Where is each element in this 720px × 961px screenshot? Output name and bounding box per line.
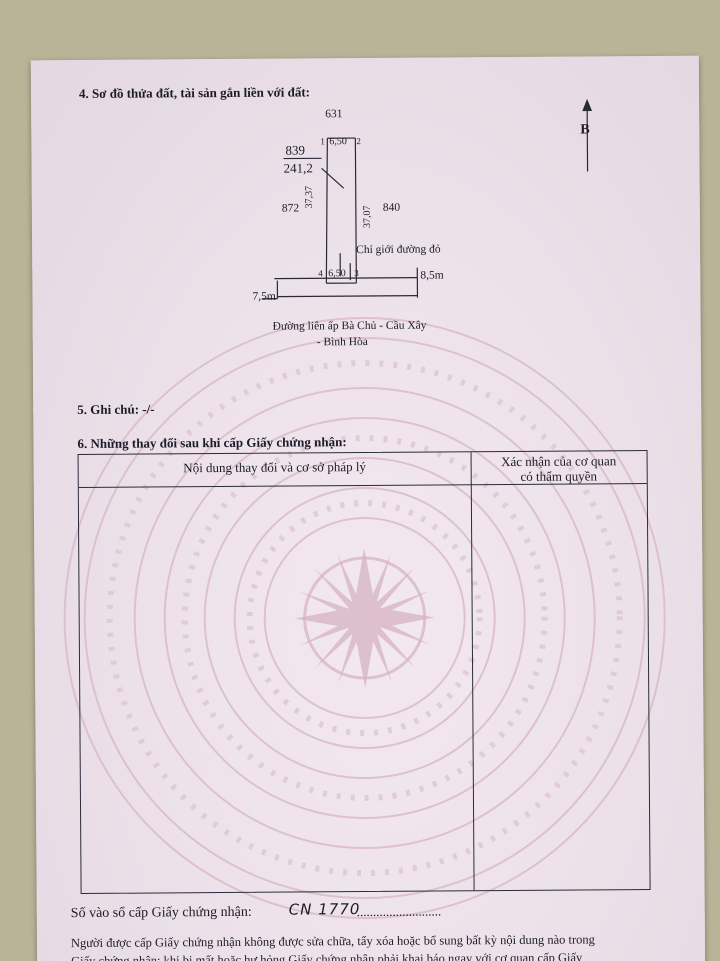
land-parcel-diagram [262, 98, 593, 300]
road-left-width: 7,5m [252, 290, 276, 303]
parcel-number: 839 [285, 142, 305, 158]
table-header-changes: Nội dung thay đổi và cơ sở pháp lý [183, 459, 367, 476]
parcel-area: 241,2 [283, 160, 313, 176]
corner-1-label: 1 [320, 136, 325, 147]
registry-dots: .......................... [356, 903, 442, 920]
notice-line2: Giấy chứng nhận; khi bị mất hoặc hư hỏng… [71, 950, 583, 961]
top-width-label: 6,50 [329, 136, 347, 148]
registry-number: CN 1770 [288, 900, 361, 919]
notice-line1: Người được cấp Giấy chứng nhận không đượ… [70, 932, 595, 951]
section-5-note: 5. Ghi chú: -/- [77, 401, 155, 418]
corner-2-label: 2 [356, 136, 361, 147]
north-label: B [580, 122, 590, 138]
right-neighbor-parcel: 840 [382, 201, 401, 214]
changes-table: Nội dung thay đổi và cơ sở pháp lý Xác n… [77, 450, 651, 895]
registry-label: Số vào sổ cấp Giấy chứng nhận: [70, 904, 252, 922]
boundary-line-label: Chỉ giới đường đỏ [356, 243, 441, 257]
confirmation-header-line2: có thẩm quyền [520, 468, 598, 484]
left-neighbor-parcel: 872 [281, 202, 300, 215]
table-header-divider [78, 483, 647, 489]
table-header-confirmation: Xác nhận của cơ quan có thẩm quyền [471, 453, 647, 484]
certificate-page: 4. Sơ đồ thửa đất, tài sản gắn liền với … [30, 55, 706, 961]
bottom-width-label: 6,50 [328, 268, 346, 280]
confirmation-header-line1: Xác nhận của cơ quan [500, 453, 617, 470]
table-column-divider [470, 452, 475, 891]
road-name-line2: - Bình Hòa [316, 335, 368, 349]
road-name-line1: Đường liên ấp Bà Chủ - Cầu Xây [272, 319, 427, 333]
corner-4-label: 4 [318, 268, 323, 279]
right-side-length: 37,07 [361, 205, 373, 229]
left-side-length: 37,37 [303, 185, 315, 209]
road-right-width: 8,5m [420, 269, 444, 282]
top-neighbor-parcel: 631 [325, 108, 343, 121]
corner-3-label: 3 [354, 268, 359, 279]
section-6-heading: 6. Những thay đổi sau khi cấp Giấy chứng… [77, 434, 347, 452]
